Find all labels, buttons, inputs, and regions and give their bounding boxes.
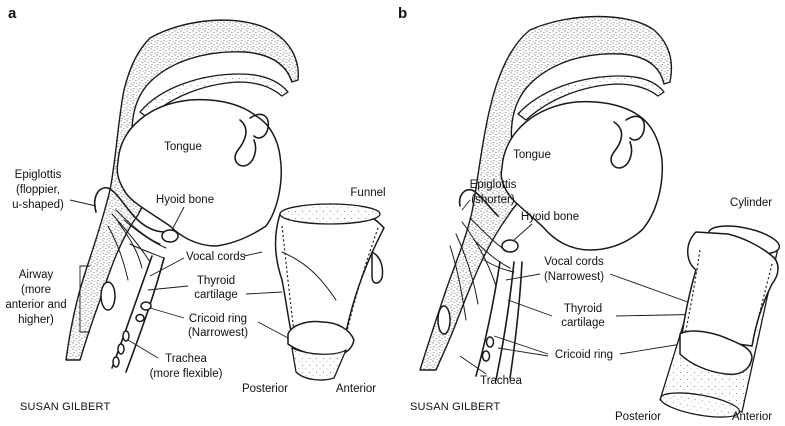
panel-a-vocal-cords-leader-2 [243,251,263,257]
panel-b-thyroid-label: Thyroid cartilage [561,303,604,329]
panel-b-cricoid-leader-2 [497,347,549,357]
svg-text:higher): higher) [18,314,54,326]
panel-b-cylinder-model: Cylinder Posterior Anterior [615,197,781,423]
panel-b-trachea-rings [481,336,495,362]
svg-text:(more flexible): (more flexible) [150,368,223,380]
svg-text:Airway: Airway [19,269,54,281]
panel-b-credit: SUSAN GILBERT [410,401,501,413]
panel-a-trachea-rings [112,330,130,368]
panel-b-cylinder-label: Cylinder [730,197,772,209]
panel-a-cricoid-leader [149,307,185,319]
panel-b-trachea-leader [459,355,487,375]
panel-a-tongue-label: Tongue [164,141,202,153]
panel-b-palate [517,75,665,121]
panel-b-epiglottis-leader [461,199,471,211]
panel-a-thyroid-leader-2 [245,291,283,295]
svg-text:Epiglottis: Epiglottis [15,169,62,181]
panel-a-posterior-label: Posterior [242,383,288,395]
panel-b-tongue [500,100,664,251]
panel-a-vocal-cords-leader [149,257,185,277]
panel-a-tongue [116,98,282,247]
panel-a-cricoid-front [140,301,152,311]
panel-a-funnel-rim [279,203,381,225]
panel-a-credit: SUSAN GILBERT [20,401,111,413]
panel-a-thyroid-leader [147,285,189,291]
panel-a-epiglottis [93,187,167,233]
panel-a-funnel-label: Funnel [350,187,385,199]
panel-a-cricoid-label: Cricoid ring (Narrowest) [188,313,248,339]
panel-b-posterior-label: Posterior [615,411,661,423]
panel-b-thyroid-oval [437,305,451,335]
panel-a-palate [139,73,289,119]
panel-a-anterior-label: Anterior [336,383,376,395]
panel-b-velum [610,115,646,169]
panel-a-hyoid-bone [161,229,179,243]
panel-a-letter: a [8,5,17,22]
panel-a-airway-bracket [79,265,90,333]
svg-text:(Narrowest): (Narrowest) [188,327,248,339]
panel-a-hyoid-label: Hyoid bone [156,194,214,206]
panel-b: b Tongue Hyoid bone Epiglottis (shorter) [398,5,781,423]
panel-b-epiglottis-label: Epiglottis (shorter) [470,179,517,206]
panel-b-vocal-cords-leader [505,273,541,281]
svg-text:anterior and: anterior and [5,299,66,311]
panel-a-funnel-model: Funnel Posterior Anterior [242,187,386,395]
svg-text:Cricoid ring: Cricoid ring [189,313,247,325]
panel-a-trachea-leader [127,339,159,359]
panel-b-cylinder-thyroid [681,231,779,347]
panel-a-epiglottis-leader [69,199,97,207]
svg-text:(more: (more [21,284,51,296]
panel-a-funnel-tab [371,251,384,284]
panel-b-epiglottis [458,188,499,217]
svg-text:Vocal cords: Vocal cords [544,256,604,268]
panel-b-airway-channel [475,261,523,381]
panel-b-hyoid-label: Hyoid bone [521,211,579,223]
panel-b-tongue-label: Tongue [513,149,551,161]
panel-a-larynx-fibres [107,209,167,281]
panel-a-cricoid-back [135,313,145,323]
svg-text:Thyroid: Thyroid [564,303,602,315]
svg-text:cartilage: cartilage [561,317,604,329]
svg-text:Thyroid: Thyroid [197,275,235,287]
panel-b-trachea-label: Trachea [480,375,522,387]
panel-b-cylinder-bottom [659,392,741,418]
panel-a-airway-label: Airway (more anterior and higher) [5,269,66,326]
svg-text:u-shaped): u-shaped) [12,199,64,211]
panel-b-anterior-label: Anterior [732,411,772,423]
panel-b-thyroid-leader [507,299,553,317]
panel-b-cricoid-label: Cricoid ring [555,349,613,361]
panel-a-velum [234,113,270,167]
panel-a-funnel-trachea [291,347,347,381]
panel-b-vocal-cords-label: Vocal cords (Narrowest) [544,256,604,283]
panel-b-hyoid-bone [501,239,519,253]
svg-text:cartilage: cartilage [194,289,237,301]
svg-text:Epiglottis: Epiglottis [470,179,517,191]
panel-a-vocal-cords-label: Vocal cords [186,251,246,263]
panel-b-letter: b [398,5,407,22]
svg-text:(shorter): (shorter) [471,194,515,206]
panel-a: a Tongue Hyoid bone [5,5,385,413]
panel-a-thyroid-oval [100,281,116,311]
svg-text:(floppier,: (floppier, [16,184,60,196]
svg-text:Trachea: Trachea [165,353,207,365]
panel-a-funnel-body [274,205,385,343]
panel-b-cricoid-leader [493,335,549,355]
panel-a-trachea-label: Trachea (more flexible) [150,353,223,380]
panel-b-cylinder-cricoid [679,330,753,376]
panel-b-soft-tissue [419,15,673,371]
panel-a-epiglottis-label: Epiglottis (floppier, u-shaped) [12,169,64,211]
panel-a-hyoid-leader [171,206,185,231]
panel-a-airway-channel [111,255,165,373]
panel-b-hyoid-leader [513,223,533,241]
svg-text:(Narrowest): (Narrowest) [544,271,604,283]
panel-a-thyroid-label: Thyroid cartilage [194,275,237,301]
panel-a-cricoid-leader-2 [257,321,289,339]
